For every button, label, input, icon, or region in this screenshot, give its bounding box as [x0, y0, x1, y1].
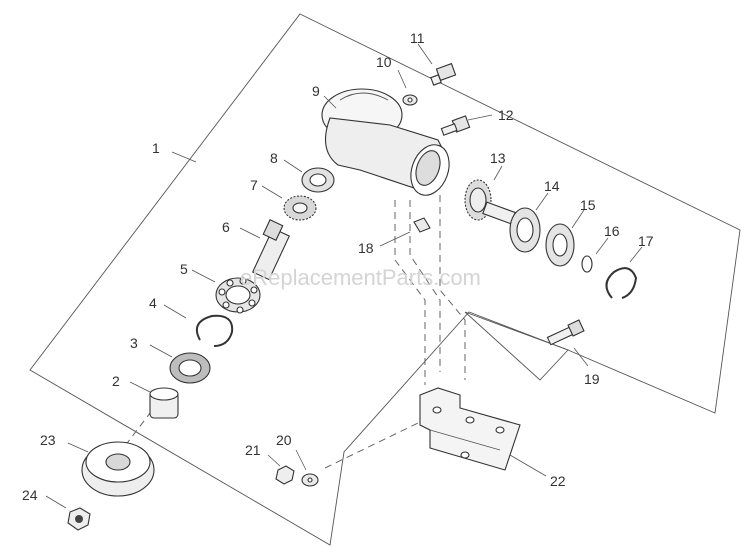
callout-19: 19 — [584, 371, 600, 387]
bolt-19 — [546, 319, 585, 346]
ball-bearing-5 — [215, 277, 261, 314]
bearing-15 — [545, 223, 575, 267]
bolt-12 — [440, 115, 471, 136]
callout-7: 7 — [250, 177, 258, 193]
callout-3: 3 — [130, 335, 138, 351]
callout-18: 18 — [358, 240, 374, 256]
callout-17: 17 — [638, 233, 654, 249]
watermark: eReplacementParts.com — [240, 265, 481, 290]
shaft-6 — [251, 219, 291, 281]
callout-11: 11 — [410, 30, 425, 46]
callout-24: 24 — [22, 487, 38, 503]
callout-12: 12 — [498, 107, 514, 123]
gear-7 — [283, 195, 317, 221]
snap-ring-17 — [605, 267, 638, 299]
callout-9: 9 — [312, 83, 320, 99]
callout-8: 8 — [270, 150, 278, 166]
bracket-22 — [419, 387, 521, 471]
callout-5: 5 — [180, 261, 188, 277]
washer-10 — [402, 94, 418, 106]
washer-20 — [301, 473, 319, 487]
gear-case-housing — [321, 88, 450, 196]
bushing-2 — [149, 387, 179, 419]
ring-16 — [581, 255, 593, 273]
callout-6: 6 — [222, 219, 230, 235]
bolt-11 — [430, 62, 457, 86]
callout-13: 13 — [490, 150, 506, 166]
bracket-frame-22 — [464, 311, 569, 381]
callout-10: 10 — [376, 54, 392, 70]
tab-18 — [413, 217, 431, 233]
nut-21 — [275, 465, 295, 485]
callout-numbers: 1 2 3 4 5 6 7 8 9 10 11 12 13 14 15 16 1… — [22, 30, 654, 503]
bearing-8 — [301, 167, 335, 193]
callout-15: 15 — [580, 197, 596, 213]
callout-21: 21 — [245, 442, 261, 458]
cup-holder-23 — [81, 441, 155, 497]
callout-14: 14 — [544, 178, 560, 194]
snap-ring-4 — [196, 314, 234, 347]
callout-16: 16 — [604, 223, 620, 239]
nut-24 — [67, 507, 91, 531]
bearing-14 — [509, 207, 541, 253]
callout-4: 4 — [149, 295, 157, 311]
callout-2: 2 — [112, 373, 120, 389]
dashed-assembly-lines — [117, 195, 466, 469]
leader-lines — [45, 43, 643, 509]
assembly-frame-1 — [29, 13, 741, 546]
callout-1: 1 — [152, 140, 160, 156]
callout-23: 23 — [40, 432, 56, 448]
callout-20: 20 — [276, 432, 292, 448]
bevel-gear-13 — [464, 179, 516, 225]
seal-3 — [169, 352, 211, 384]
callout-22: 22 — [550, 473, 566, 489]
